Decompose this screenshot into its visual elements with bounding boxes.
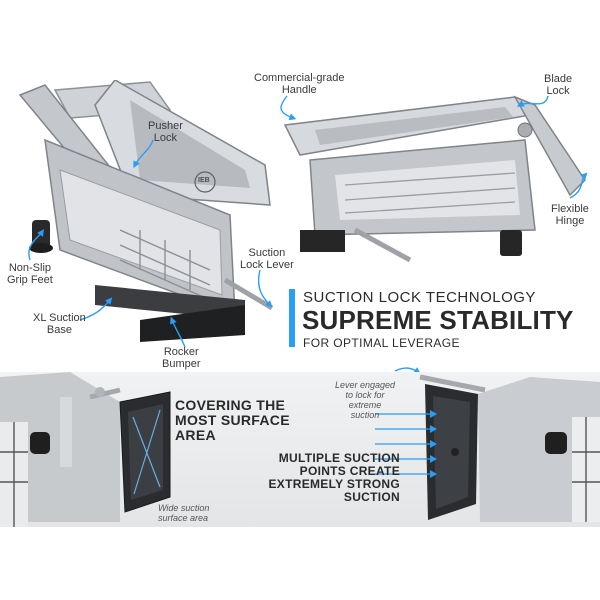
lever-engaged-note: Lever engaged to lock for extreme suctio… <box>335 380 395 420</box>
slicer-side-illustration <box>283 95 586 263</box>
callout-pusher-lock-line1: Pusher <box>148 120 183 132</box>
callout-rocker-line1: Rocker <box>163 346 199 358</box>
callout-pusher-lock-line2: Lock <box>153 132 178 144</box>
headline-accent-bar <box>289 289 295 347</box>
callout-rocker-bumper: Rocker Bumper <box>162 346 201 370</box>
callout-commercial-handle-line2: Handle <box>281 84 317 96</box>
callout-xl-suction-line1: XL Suction <box>33 312 86 324</box>
callout-flexible-hinge-line1: Flexible <box>551 203 589 215</box>
callout-suction-lever: Suction Lock Lever <box>240 247 294 271</box>
wide-suction-note: Wide suction surface area <box>158 503 209 523</box>
suction-points-closeup <box>375 374 600 522</box>
callout-suction-lever-line2: Lock Lever <box>240 259 294 271</box>
bottom-left-line2: MOST SURFACE <box>175 412 290 428</box>
bottom-left-panel: COVERING THE MOST SURFACE AREA Wide suct… <box>0 372 300 527</box>
callout-non-slip-line1: Non-Slip <box>8 262 52 274</box>
bottom-right-line3: EXTREMELY STRONG <box>268 477 400 491</box>
brand-logo: IEB <box>198 177 210 184</box>
suction-base-closeup <box>0 372 171 527</box>
bottom-right-caption: MULTIPLE SUCTION POINTS CREATE EXTREMELY… <box>268 452 400 504</box>
wide-suction-note-line1: Wide suction <box>158 503 210 513</box>
bottom-right-line4: SUCTION <box>343 490 400 504</box>
callout-commercial-handle-line1: Commercial-grade <box>254 72 345 84</box>
bottom-left-caption: COVERING THE MOST SURFACE AREA <box>175 398 290 443</box>
lever-note-line3: extreme <box>348 400 382 410</box>
callout-suction-lever-line1: Suction <box>248 247 286 259</box>
wide-suction-note-line2: surface area <box>158 513 209 523</box>
callout-xl-suction-line2: Base <box>46 324 72 336</box>
bottom-right-line1: MULTIPLE SUCTION <box>278 451 400 465</box>
bottom-left-line3: AREA <box>175 427 216 443</box>
lever-note-line2: to lock for <box>345 390 385 400</box>
callout-commercial-handle: Commercial-grade Handle <box>254 72 344 96</box>
lever-note-line4: suction <box>350 410 380 420</box>
callout-xl-suction-base: XL Suction Base <box>33 312 86 336</box>
callout-flexible-hinge: Flexible Hinge <box>551 203 589 227</box>
bottom-right-line2: POINTS CREATE <box>299 464 400 478</box>
callout-rocker-line2: Bumper <box>162 358 201 370</box>
callout-blade-lock-line2: Lock <box>546 85 570 97</box>
headline-sub: FOR OPTIMAL LEVERAGE <box>303 336 460 350</box>
bottom-right-panel: Lever engaged to lock for extreme suctio… <box>300 372 600 527</box>
bottom-left-line1: COVERING THE <box>175 397 286 413</box>
lever-note-line1: Lever engaged <box>335 380 396 390</box>
headline-top: SUCTION LOCK TECHNOLOGY <box>303 289 536 306</box>
callout-blade-lock: Blade Lock <box>544 73 572 97</box>
callout-non-slip-line2: Grip Feet <box>7 274 53 286</box>
callout-blade-lock-line1: Blade <box>544 73 573 85</box>
callout-flexible-hinge-line2: Hinge <box>555 215 585 227</box>
callout-non-slip-feet: Non-Slip Grip Feet <box>7 262 53 286</box>
headline-main: SUPREME STABILITY <box>302 305 574 335</box>
callout-pusher-lock: Pusher Lock <box>148 120 183 144</box>
